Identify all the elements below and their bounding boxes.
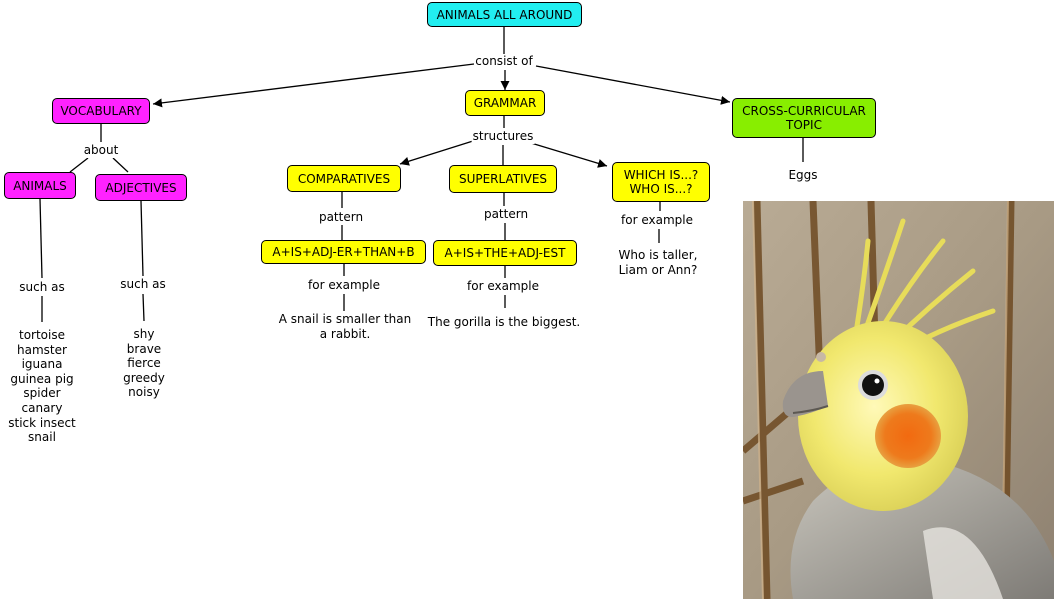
leaf-eggs: Eggs [787, 168, 819, 183]
comparative-pattern-node[interactable]: A+IS+ADJ-ER+THAN+B [261, 240, 426, 264]
link-adjectives-such-as: such as [119, 277, 167, 292]
link-comparative-pattern: pattern [317, 210, 365, 225]
leaf-which-sentence: Who is taller, Liam or Ann? [617, 248, 699, 278]
cross-curricular-node[interactable]: CROSS-CURRICULAR TOPIC [732, 98, 876, 138]
cockatiel-photo [743, 201, 1054, 599]
leaf-animal-list: tortoise hamster iguana guinea pig spide… [7, 328, 77, 445]
animals-node[interactable]: ANIMALS [4, 172, 76, 199]
which-is-node[interactable]: WHICH IS...? WHO IS...? [612, 162, 710, 202]
root-node[interactable]: ANIMALS ALL AROUND [427, 2, 582, 27]
leaf-comparative-sentence: A snail is smaller than a rabbit. [277, 312, 413, 342]
superlatives-node[interactable]: SUPERLATIVES [449, 165, 557, 193]
grammar-node[interactable]: GRAMMAR [465, 90, 545, 116]
link-superlative-example: for example [466, 279, 540, 294]
leaf-adjective-list: shy brave fierce greedy noisy [122, 327, 166, 400]
vocabulary-node[interactable]: VOCABULARY [52, 98, 150, 124]
link-superlative-pattern: pattern [482, 207, 530, 222]
adjectives-node[interactable]: ADJECTIVES [95, 174, 187, 201]
superlative-pattern-node[interactable]: A+IS+THE+ADJ-EST [433, 240, 577, 266]
link-structures: structures [471, 129, 535, 144]
link-which-example: for example [620, 213, 694, 228]
link-consist-of: consist of [474, 54, 534, 69]
leaf-superlative-sentence: The gorilla is the biggest. [426, 315, 582, 330]
link-animals-such-as: such as [18, 280, 66, 295]
link-about: about [82, 143, 120, 158]
link-comparative-example: for example [307, 278, 381, 293]
comparatives-node[interactable]: COMPARATIVES [287, 165, 401, 192]
